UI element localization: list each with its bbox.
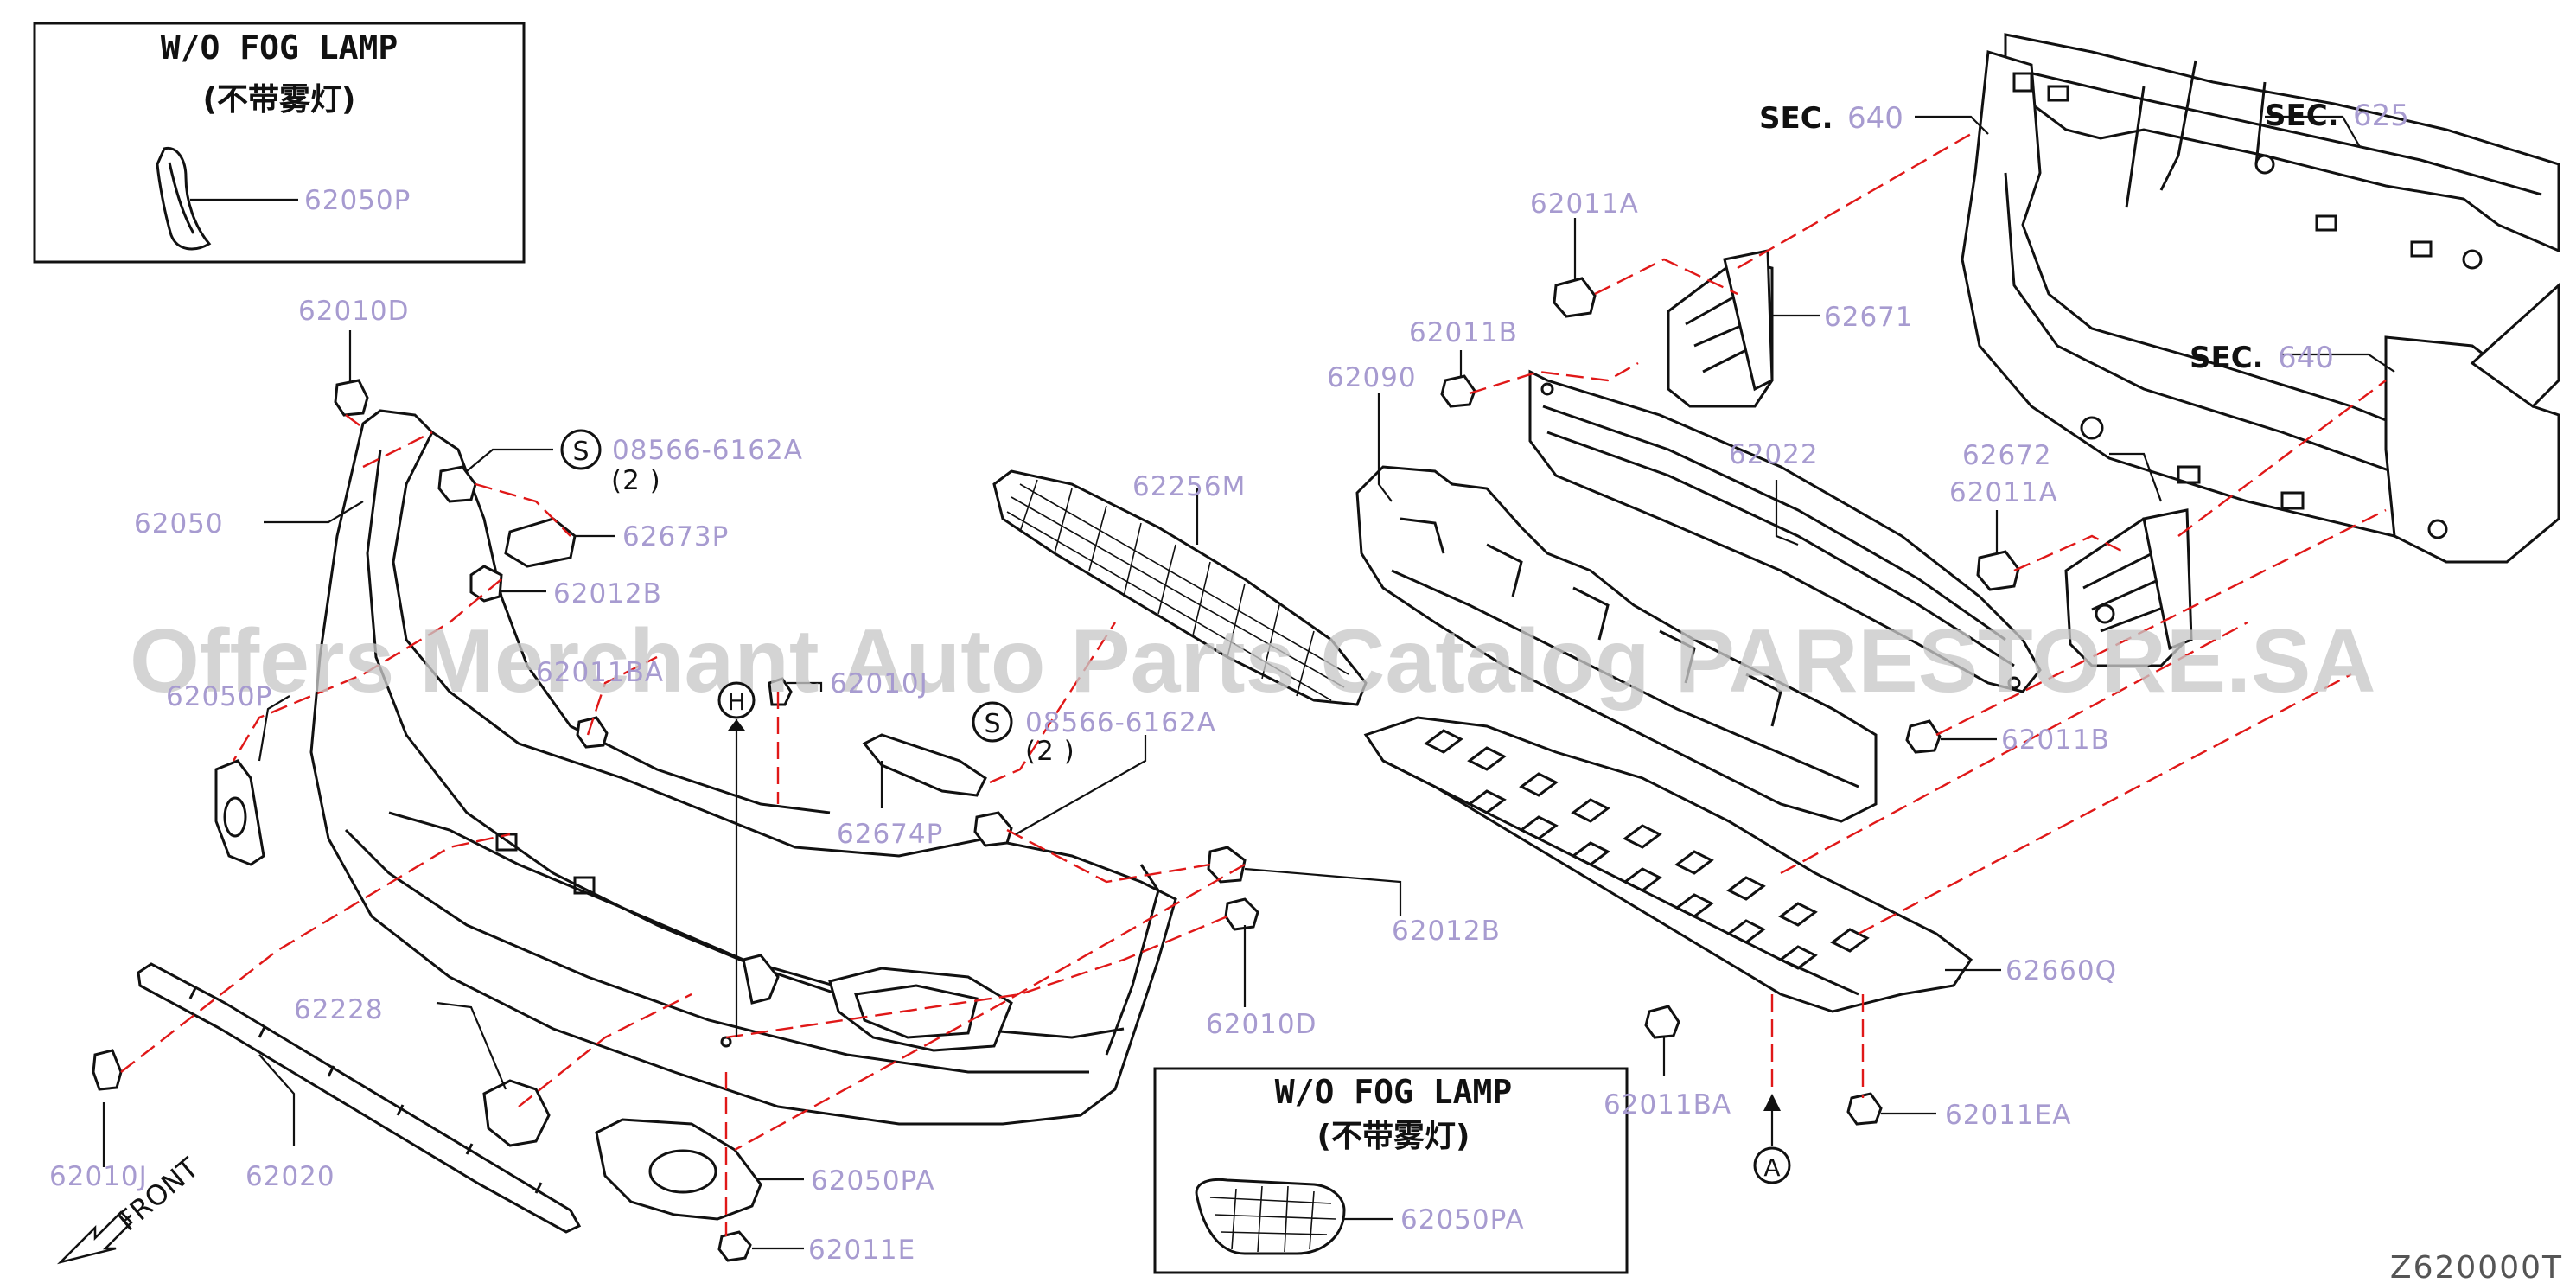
callout-62011ba-bot: 62011BA (1604, 1089, 1731, 1120)
bumper-fascia-62050 (309, 409, 1177, 1126)
callout-62660q: 62660Q (2005, 955, 2117, 986)
callout-62674p: 62674P (837, 819, 943, 850)
inset-top-title: W/O FOG LAMP (161, 29, 399, 67)
fog-cover-62050pa (595, 1118, 762, 1221)
fog-cover-62050p-inset (156, 146, 212, 251)
nut-62011b-top (1440, 374, 1476, 408)
bracket-62672 (2064, 508, 2193, 667)
callout-62011ea: 62011EA (1945, 1100, 2071, 1131)
marker-s1: S (572, 437, 589, 467)
undercover-62660q (1363, 716, 1973, 1013)
callout-62671: 62671 (1824, 302, 1914, 333)
nut-62011b-right (1905, 719, 1942, 754)
lower-grille-62256m (992, 469, 1368, 706)
clip-62012b-left (469, 565, 503, 603)
inset-top-subtitle: (不带雾灯) (203, 82, 356, 118)
watermark: Offers Merchant Auto Parts Catalog PARES… (130, 611, 2376, 712)
marker-a-circle (1753, 1146, 1791, 1184)
callout-62011a-right: 62011A (1949, 477, 2058, 508)
callout-62090: 62090 (1327, 362, 1417, 393)
marker-s2: S (984, 709, 1000, 739)
bolt-62011ea (1846, 1092, 1883, 1126)
lower-molding-62020 (137, 962, 582, 1234)
bolt-62011a-top (1553, 277, 1597, 318)
callout-08566-top: 08566-6162A (612, 435, 803, 466)
undercover-vents (1424, 729, 1870, 970)
callout-62022: 62022 (1729, 439, 1819, 470)
callouts: 62010D 62050 08566-6162A (2 ) 62673P 620… (49, 188, 2117, 1266)
callout-62228: 62228 (294, 994, 384, 1025)
section-refs: SEC. 640 SEC. 625 SEC. 640 (1759, 99, 2409, 375)
callout-62010d-bot: 62010D (1206, 1009, 1317, 1040)
callout-62010j-mid: 62010J (830, 668, 928, 699)
small-fasteners (92, 277, 2020, 1262)
radiator-core-support (1961, 33, 2560, 564)
marker-s1-circle (560, 429, 602, 470)
energy-absorber-62090 (1355, 465, 1878, 823)
alignment-lines (120, 132, 2387, 1236)
marker-s2-circle (972, 701, 1013, 743)
tow-hook-cover-62228 (482, 1079, 551, 1147)
bolt-08566-top (437, 465, 477, 503)
callout-62050p: 62050P (166, 681, 272, 712)
sec-640-top-label: SEC. (1759, 101, 1833, 136)
inset-box-top: W/O FOG LAMP (不带雾灯) 62050P (33, 22, 526, 264)
nut-62011ba-left (576, 716, 609, 749)
sec-640-right-num: 640 (2278, 341, 2334, 375)
callout-62012b-left: 62012B (553, 578, 662, 610)
inset-bottom-title: W/O FOG LAMP (1275, 1073, 1513, 1111)
clip-62010j-mid (768, 677, 793, 706)
sec-625-label: SEC. (2265, 99, 2339, 133)
sec-625-num: 625 (2353, 99, 2409, 133)
callout-08566-top-qty: (2 ) (611, 465, 661, 496)
callout-62011b-right: 62011B (2001, 724, 2110, 756)
callout-62256m: 62256M (1132, 471, 1246, 502)
clip-62010j (92, 1049, 123, 1091)
callout-62020: 62020 (245, 1161, 335, 1192)
clip-62012b-right (1207, 846, 1247, 884)
markers: A H S S (560, 429, 1791, 1184)
callout-62010j-bot: 62010J (49, 1161, 148, 1192)
bolt-62010d-top (334, 379, 369, 417)
bracket-62671 (1667, 249, 1774, 408)
callout-08566-mid: 08566-6162A (1025, 707, 1216, 738)
callout-62672: 62672 (1962, 440, 2052, 471)
callout-62050: 62050 (134, 508, 224, 539)
marker-h: H (727, 687, 745, 716)
callout-62673p: 62673P (622, 521, 729, 552)
marker-a: A (1763, 1153, 1780, 1182)
callout-62010d-top: 62010D (298, 296, 410, 327)
callout-62050pa-inset: 62050PA (1400, 1204, 1525, 1235)
bolt-62010d-bot (1224, 897, 1259, 931)
callout-62050pa: 62050PA (811, 1165, 935, 1197)
bolt-62011a-right (1976, 550, 2020, 591)
callout-62011e: 62011E (808, 1235, 915, 1266)
sec-640-top-num: 640 (1847, 101, 1903, 136)
callout-08566-mid-qty: (2 ) (1025, 736, 1075, 767)
bracket-62674p (862, 733, 987, 797)
inset-bottom-subtitle: (不带雾灯) (1317, 1119, 1470, 1154)
callout-62011b-top: 62011B (1409, 317, 1518, 348)
diagram-code: Z620000T (2390, 1250, 2563, 1283)
callout-62011a-top: 62011A (1530, 188, 1639, 220)
sec-640-right-label: SEC. (2190, 341, 2264, 375)
bolt-08566-mid (973, 811, 1013, 847)
fog-cover-62050p (214, 759, 265, 866)
inset-box-bottom: W/O FOG LAMP (不带雾灯) 62050PA (1153, 1067, 1629, 1274)
callout-62050p-inset: 62050P (304, 185, 411, 216)
bolt-62011e (717, 1230, 752, 1262)
marker-h-circle (717, 681, 756, 719)
leader-lines (102, 115, 2395, 1250)
reinforcement-62022 (1528, 369, 2042, 693)
nut-62011ba-bot (1644, 1005, 1680, 1039)
bracket-62673p (504, 517, 577, 568)
callout-62012b-right: 62012B (1392, 916, 1501, 947)
callout-62011ba-left: 62011BA (536, 657, 664, 688)
